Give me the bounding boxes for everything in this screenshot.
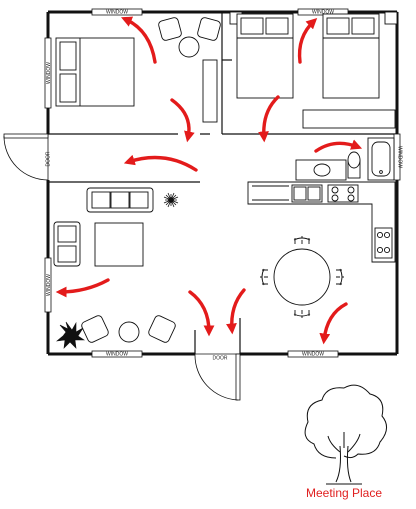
evacuation-arrow-icon [55, 278, 110, 298]
evacuation-arrow-icon [226, 288, 246, 335]
door-left [3, 133, 49, 181]
evacuation-arrow-icon [170, 98, 195, 143]
window-label-bottom-right: WINDOW [302, 352, 324, 358]
evacuation-arrow-icon [297, 18, 318, 64]
table-icon [118, 321, 140, 343]
exterior-walls [46, 10, 399, 356]
dresser [202, 59, 218, 123]
sofa-icon [86, 187, 154, 213]
closet [302, 109, 396, 129]
window-frames [44, 8, 401, 358]
door-label-left: DOOR [46, 151, 52, 166]
window-label-top-right: WINDOW [312, 10, 334, 16]
tree-icon [304, 384, 387, 485]
sofa-icon [53, 221, 81, 267]
stove-icon [374, 227, 393, 259]
evacuation-arrow-icon [123, 154, 198, 172]
window-label-right: WINDOW [397, 146, 403, 168]
evacuation-arrow-icon [314, 139, 363, 153]
plant-icon [56, 321, 85, 349]
plant-icon [163, 192, 179, 208]
evacuation-arrows [55, 16, 363, 345]
evacuation-arrow-icon [188, 290, 215, 337]
window-label-top-left: WINDOW [106, 10, 128, 16]
dining-set [260, 236, 344, 318]
stove-icon [327, 184, 359, 203]
bed-icon [229, 11, 294, 99]
door-bottom [194, 353, 241, 401]
evacuation-arrow-icon [319, 302, 348, 345]
toilet-icon [347, 151, 361, 179]
bed-icon [322, 11, 398, 99]
bathtub-icon [367, 137, 395, 181]
window-bottom-right [287, 350, 339, 358]
sink-icon [291, 184, 323, 203]
coffee-table [94, 222, 144, 267]
interior-walls [48, 12, 397, 354]
window-left-lower [44, 257, 52, 313]
window-label-left-lower: WINDOW [46, 274, 52, 296]
window-left-upper [44, 37, 52, 109]
window-label-left-upper: WINDOW [46, 62, 52, 84]
window-label-bottom-left: WINDOW [106, 352, 128, 358]
armchair-icon [158, 17, 221, 41]
meeting-place-label: Meeting Place [306, 486, 382, 500]
window-bottom-left [91, 350, 143, 358]
table-icon [178, 36, 200, 58]
window-top-left [91, 8, 143, 16]
evacuation-arrow-icon [121, 16, 157, 64]
evacuation-arrow-icon [258, 95, 280, 143]
armchair-icon [81, 315, 176, 343]
door-label-bottom: DOOR [213, 356, 228, 362]
bed-icon [55, 37, 135, 107]
sink-icon [295, 159, 347, 181]
